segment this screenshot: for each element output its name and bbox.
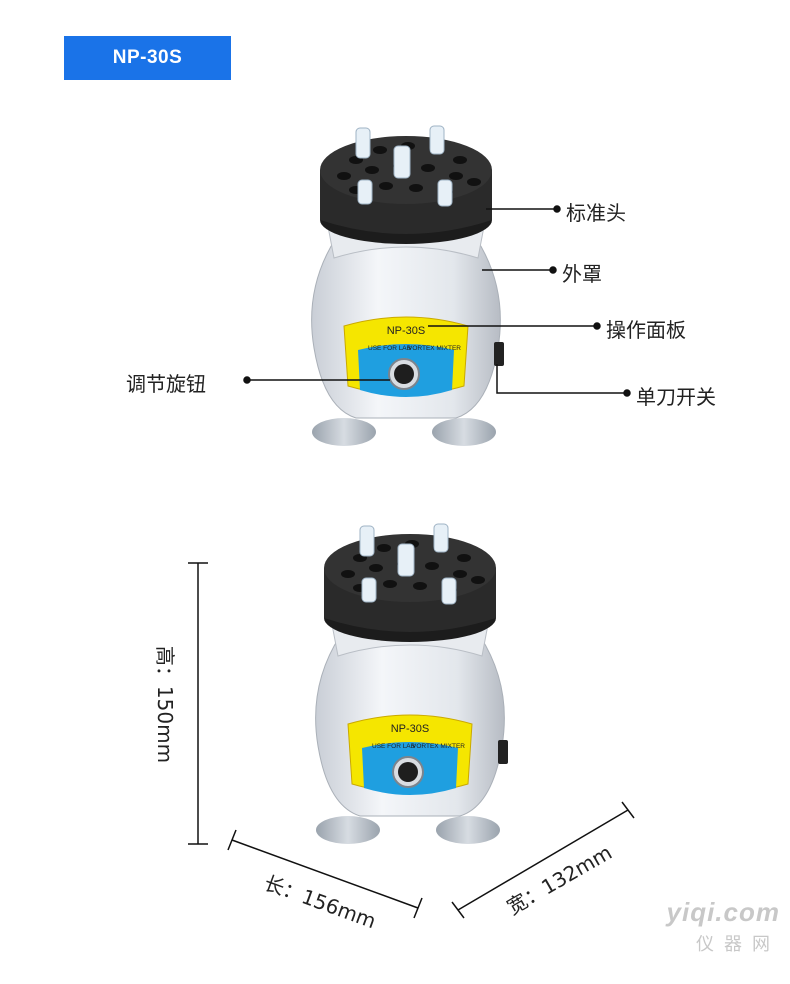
label-switch: 单刀开关 <box>636 385 716 409</box>
vortex-mixer-illustration-dimensions: NP-30S USE FOR LAB VORTEX MIXTER <box>315 523 508 844</box>
label-standard-head: 标准头 <box>566 201 626 225</box>
vortex-mixer-illustration: NP-30S USE FOR LAB VORTEX MIXTER <box>311 125 504 446</box>
panel-right-text-2: VORTEX MIXTER <box>412 743 465 750</box>
panel-right-text: VORTEX MIXTER <box>408 345 461 352</box>
switch-icon-2 <box>498 740 508 764</box>
panel-left-text-2: USE FOR LAB <box>372 743 415 750</box>
device-image-bottom: NP-30S USE FOR LAB VORTEX MIXTER <box>300 516 520 856</box>
switch-icon <box>494 342 504 366</box>
watermark-sub: 仪器网 <box>696 934 780 954</box>
label-cover: 外罩 <box>562 262 602 286</box>
panel-model-text: NP-30S <box>387 325 426 337</box>
device-image-top: NP-30S USE FOR LAB VORTEX MIXTER <box>296 118 516 458</box>
panel-model-text-2: NP-30S <box>391 723 430 735</box>
watermark-main: yiqi.com <box>666 897 780 927</box>
panel-left-text: USE FOR LAB <box>368 345 411 352</box>
label-knob: 调节旋钮 <box>126 372 206 396</box>
height-dimension-label: 高：150mm <box>153 645 178 764</box>
label-control-panel: 操作面板 <box>606 318 686 342</box>
model-badge: NP-30S <box>64 36 231 80</box>
watermark: yiqi.com 仪器网 <box>667 897 780 956</box>
